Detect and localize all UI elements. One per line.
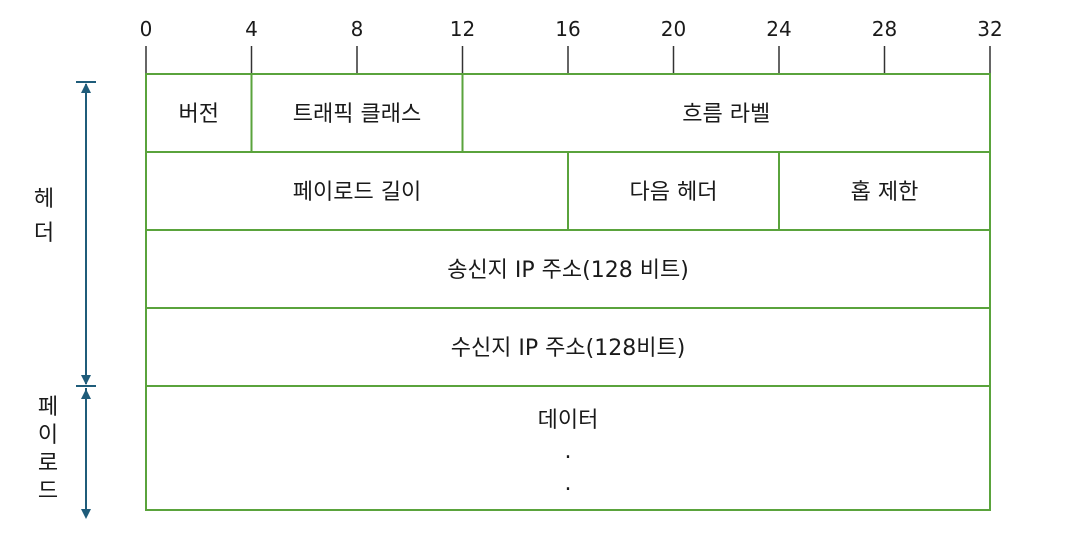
payload-bracket-arrowhead-down [81,509,91,519]
payload-data-label: 데이터 [538,408,599,433]
field-box [778,151,991,231]
ruler-tick-label: 28 [872,17,897,41]
ruler-tick-label: 12 [450,17,475,41]
payload-box [145,385,991,511]
ruler-tick-label: 0 [140,17,153,41]
ruler-tick-label: 32 [977,17,1002,41]
side-label-header-char: 더 [34,221,54,246]
field-label: 송신지 IP 주소(128 비트) [447,258,689,283]
ruler-tick-label: 16 [555,17,580,41]
payload-continuation-dot: . [565,471,572,496]
ruler-tick-label: 8 [351,17,364,41]
field-box [145,151,569,231]
ruler-tick-label: 4 [245,17,258,41]
ruler-tick-label: 24 [766,17,791,41]
field-box [567,151,780,231]
field-box [250,73,464,153]
field-label: 다음 헤더 [630,180,718,205]
side-label-payload-char: 드 [38,479,58,504]
field-label: 페이로드 길이 [293,180,421,205]
side-label-payload-char: 이 [38,423,58,448]
header-bracket-arrowhead-down [81,375,91,385]
field-label: 흐름 라벨 [682,102,770,127]
field-label: 트래픽 클래스 [293,102,421,127]
payload-continuation-dot: . [565,439,572,464]
header-bracket-arrowhead-up [81,83,91,93]
field-box [145,229,991,309]
field-label: 수신지 IP 주소(128비트) [451,336,686,361]
side-label-header-char: 헤 [34,187,54,212]
side-label-payload-char: 로 [38,451,58,476]
field-label: 버전 [179,102,219,127]
payload-bracket-arrowhead-up [81,389,91,399]
side-label-payload-char: 페 [38,395,58,420]
field-box [145,307,991,387]
field-label: 홉 제한 [851,180,919,205]
ruler-tick-label: 20 [661,17,686,41]
